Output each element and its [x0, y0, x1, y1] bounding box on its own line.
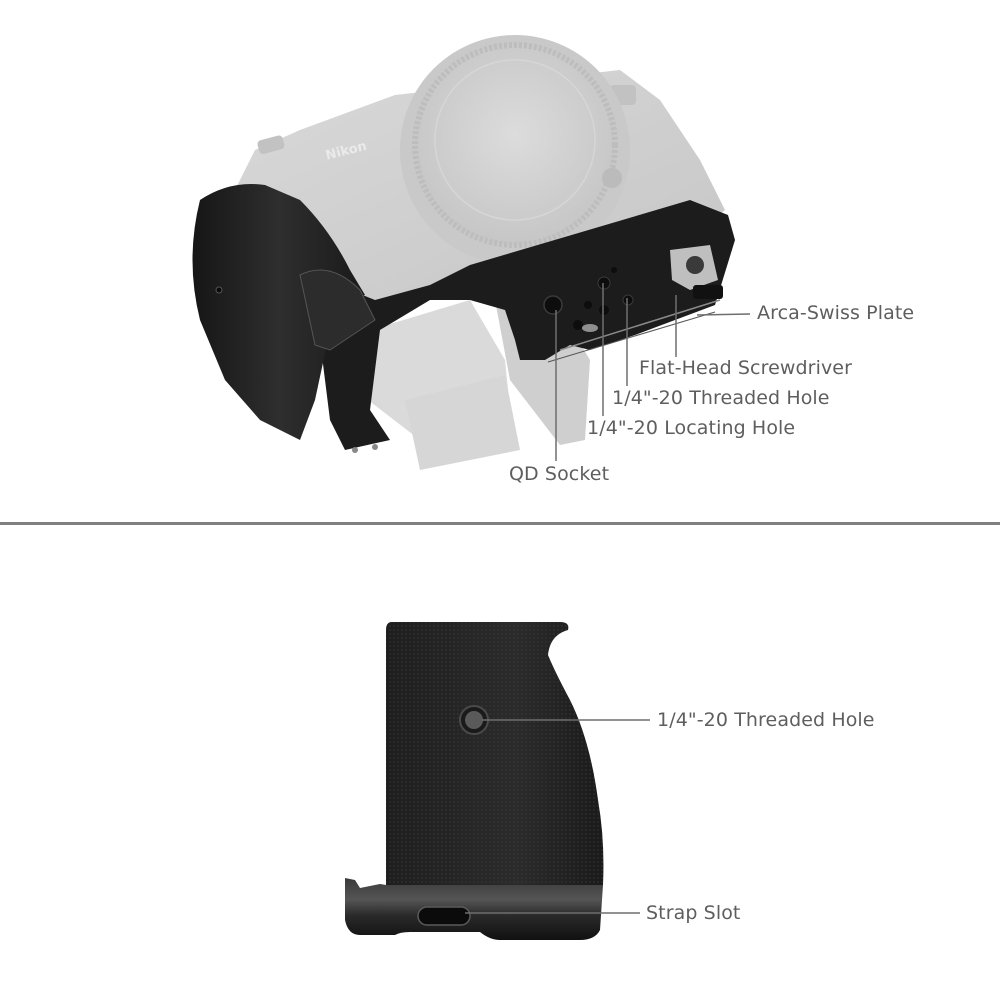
camera-cage-illustration: Nikon [192, 35, 751, 470]
arca-clamp-tab [693, 285, 723, 299]
body-cap [412, 42, 618, 248]
camera-body [230, 35, 725, 300]
section-divider [0, 522, 1000, 525]
rec-button [602, 168, 622, 188]
camera-grip [192, 184, 378, 453]
grip-leader-lines [465, 719, 650, 914]
battery [405, 375, 520, 470]
locating-hole [597, 276, 611, 290]
threaded-hole [622, 294, 634, 306]
callout-grip-threaded-hole: 1/4"-20 Threaded Hole [657, 709, 875, 731]
callout-locating-hole: 1/4"-20 Locating Hole [587, 417, 796, 439]
grip-panel: 1/4"-20 Threaded Hole Strap Slot [0, 527, 1000, 1000]
callout-qd-socket: QD Socket [509, 463, 610, 485]
grip-illustration [345, 622, 650, 940]
grip-base-plate [345, 878, 603, 940]
leader-arca-swiss-plate [696, 313, 751, 316]
camera-cage [320, 200, 735, 450]
callout-threaded-hole: 1/4"-20 Threaded Hole [612, 387, 830, 409]
callout-flat-head-screwdriver: Flat-Head Screwdriver [639, 357, 853, 379]
callout-strap-slot: Strap Slot [646, 902, 741, 924]
qd-socket-hole [543, 295, 563, 315]
camera-cage-panel: Nikon [192, 35, 915, 485]
grip-body [386, 622, 604, 885]
grip-threaded-hole [459, 705, 489, 735]
strap-slot [417, 906, 471, 926]
callout-arca-swiss-plate: Arca-Swiss Plate [757, 302, 915, 324]
leader-lines [555, 283, 751, 461]
